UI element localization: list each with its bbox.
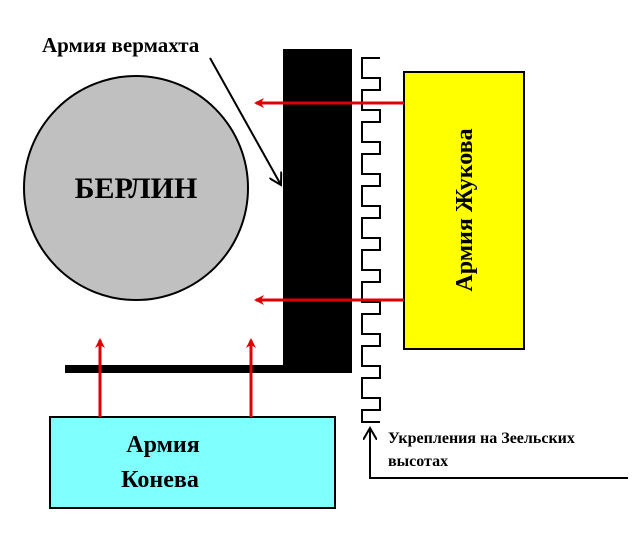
seelow-pointer-arrow bbox=[370, 428, 628, 479]
seelow-fortifications bbox=[361, 57, 381, 423]
wehrmacht-southern-line bbox=[65, 365, 352, 373]
konev-army-box bbox=[49, 416, 336, 509]
berlin-label: БЕРЛИН bbox=[75, 172, 198, 205]
seelow-label-line2: высотах bbox=[388, 453, 448, 470]
zhukov-label: Армия Жукова bbox=[452, 128, 478, 291]
wehrmacht-wall bbox=[283, 49, 352, 373]
konev-label-line1: Армия bbox=[126, 432, 199, 458]
zhukov-army-box bbox=[403, 71, 525, 350]
konev-label-line2: Конева bbox=[121, 467, 199, 493]
wehrmacht-label: Армия вермахта bbox=[42, 33, 200, 57]
berlin-circle bbox=[23, 75, 249, 301]
wehrmacht-pointer-arrow bbox=[209, 57, 281, 185]
seelow-label-line1: Укрепления на Зеельских bbox=[388, 430, 575, 447]
